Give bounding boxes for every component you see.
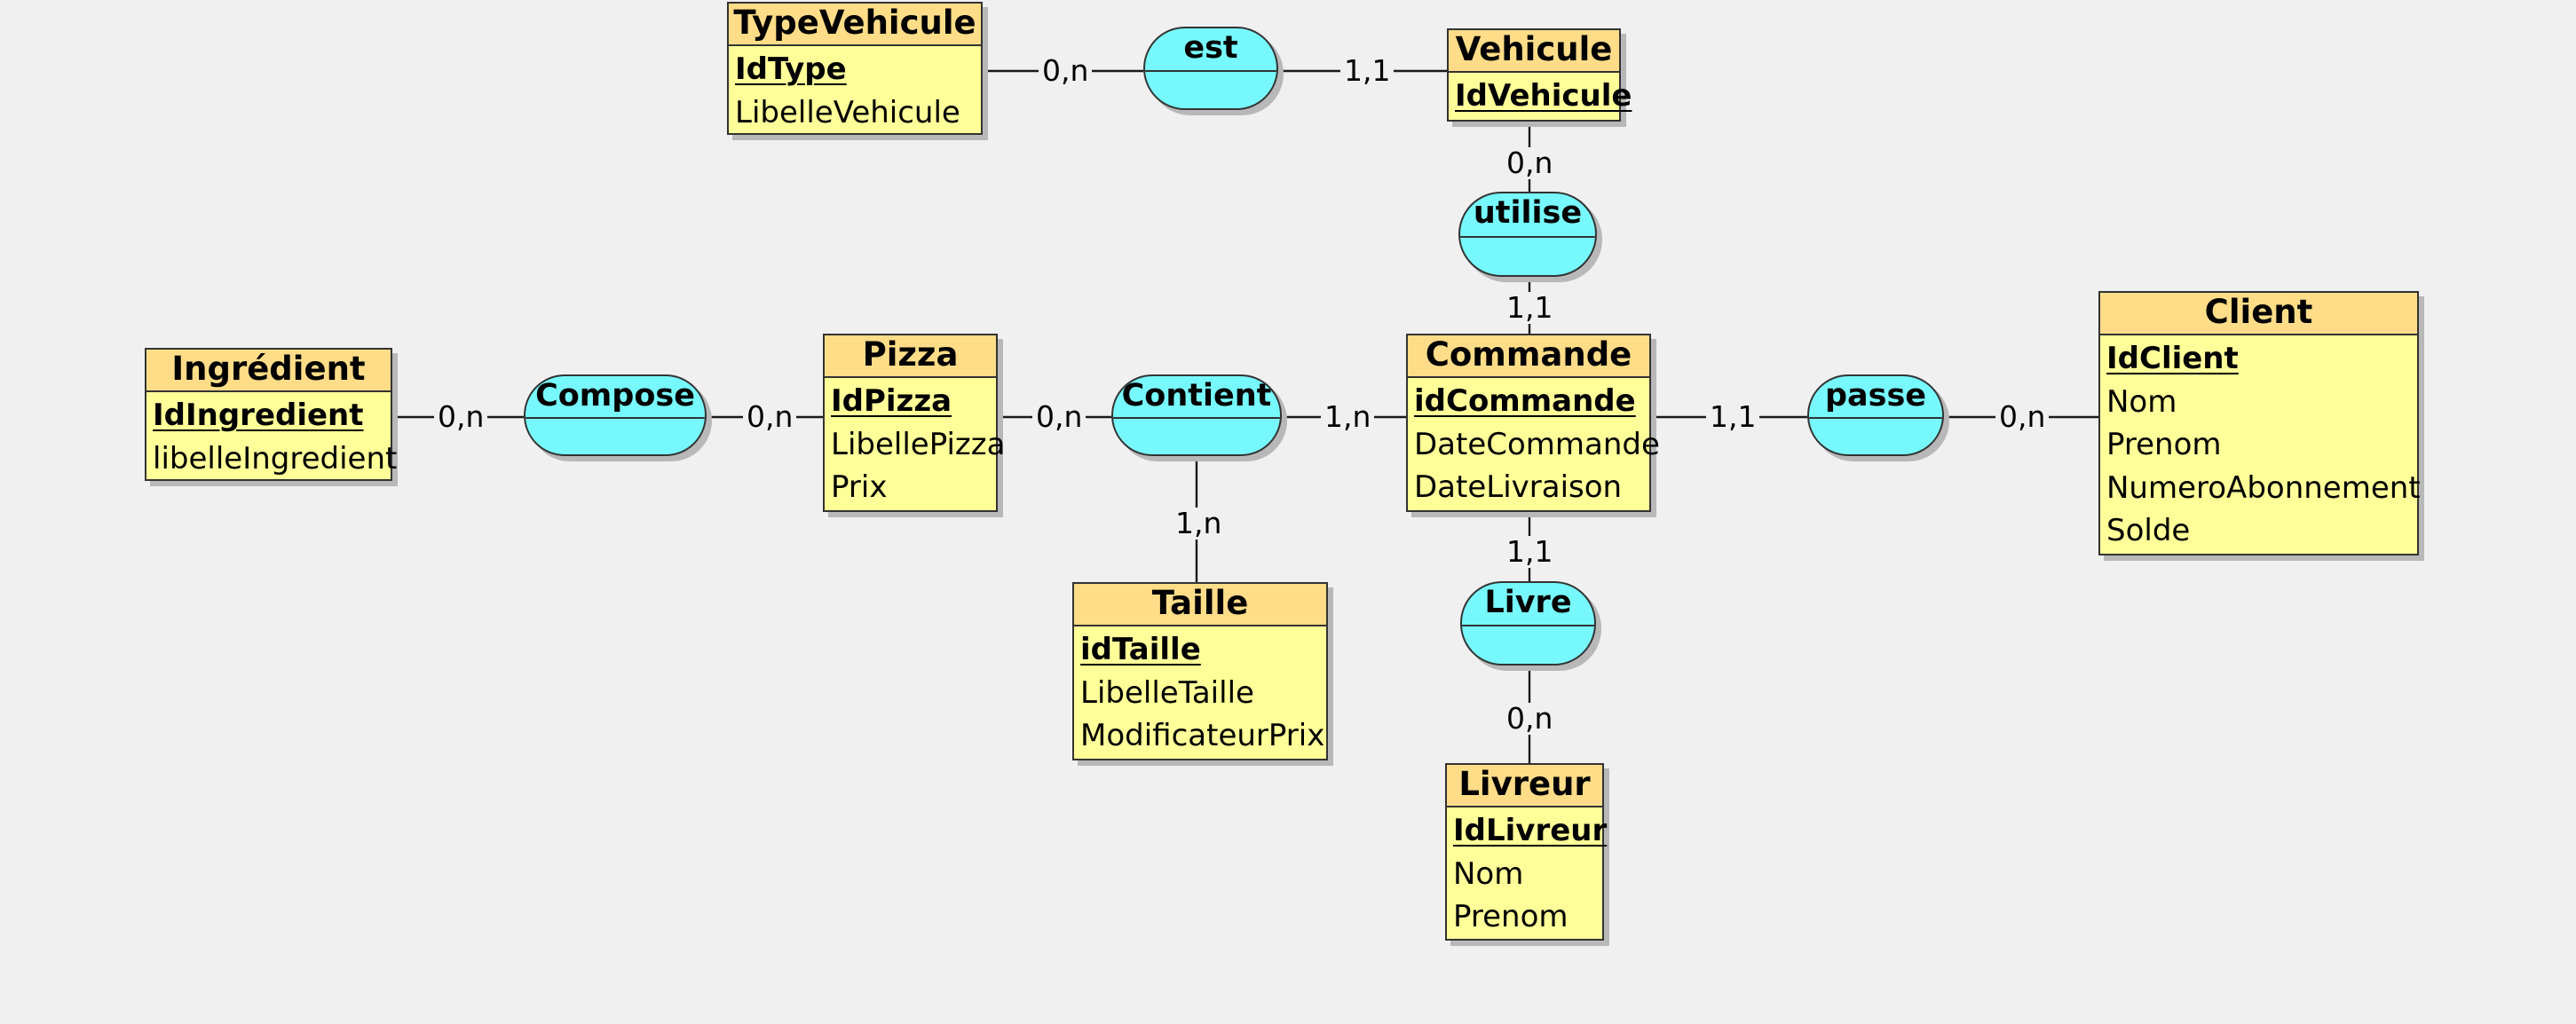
entity-vehicule-title: Vehicule bbox=[1449, 30, 1619, 73]
association-contient-label: Contient bbox=[1113, 376, 1280, 419]
entity-taille-attr-modificateur: ModificateurPrix bbox=[1080, 718, 1325, 753]
entity-commande-id: idCommande bbox=[1414, 383, 1636, 419]
cardinality-est-vehicule: 1,1 bbox=[1340, 55, 1395, 87]
entity-pizza[interactable]: Pizza IdPizza LibellePizza Prix bbox=[823, 334, 1006, 512]
entity-commande-attr-datecommande: DateCommande bbox=[1414, 426, 1660, 462]
cardinality-vehicule-utilise: 0,n bbox=[1503, 147, 1557, 179]
association-livre-label: Livre bbox=[1462, 583, 1594, 627]
association-compose[interactable]: Compose bbox=[524, 374, 707, 456]
association-passe-label: passe bbox=[1809, 376, 1942, 419]
cardinality-passe-client: 0,n bbox=[1995, 401, 2050, 433]
entity-ingredient-title: Ingrédient bbox=[146, 350, 391, 392]
entity-livreur-title: Livreur bbox=[1447, 765, 1602, 807]
entity-ingredient-attr: libelleIngredient bbox=[153, 440, 398, 477]
entity-pizza-id: IdPizza bbox=[831, 383, 952, 419]
entity-client-attr-numeroabonnement: NumeroAbonnement bbox=[2106, 469, 2421, 506]
cardinality-contient-taille: 1,n bbox=[1172, 508, 1226, 540]
entity-client-attr-prenom: Prenom bbox=[2106, 427, 2222, 462]
entity-typevehicule-title: TypeVehicule bbox=[729, 4, 981, 46]
entity-client-title: Client bbox=[2100, 293, 2417, 335]
association-utilise-label: utilise bbox=[1460, 193, 1595, 238]
cardinality-pizza-contient: 0,n bbox=[1032, 401, 1087, 433]
cardinality-ingredient-compose: 0,n bbox=[434, 401, 488, 433]
entity-client-attr-solde: Solde bbox=[2106, 513, 2191, 548]
cardinality-typevehicule-est: 0,n bbox=[1039, 55, 1093, 87]
association-contient[interactable]: Contient bbox=[1111, 374, 1282, 456]
association-est-label: est bbox=[1145, 28, 1276, 72]
entity-pizza-attr-prix: Prix bbox=[831, 469, 888, 505]
entity-client-id: IdClient bbox=[2106, 341, 2239, 376]
entity-pizza-attr-libelle: LibellePizza bbox=[831, 426, 1006, 462]
association-utilise[interactable]: utilise bbox=[1458, 192, 1597, 277]
entity-pizza-title: Pizza bbox=[825, 335, 996, 378]
entity-typevehicule-id: IdType bbox=[735, 51, 847, 87]
association-compose-label: Compose bbox=[525, 376, 705, 419]
entity-commande-attr-datelivraison: DateLivraison bbox=[1414, 469, 1623, 505]
cardinality-commande-livre: 1,1 bbox=[1503, 536, 1557, 568]
cardinality-contient-commande: 1,n bbox=[1321, 401, 1375, 433]
entity-taille[interactable]: Taille idTaille LibelleTaille Modificate… bbox=[1072, 582, 1328, 760]
entity-livreur-attr-prenom: Prenom bbox=[1453, 899, 1569, 934]
entity-commande[interactable]: Commande idCommande DateCommande DateLiv… bbox=[1406, 334, 1660, 512]
cardinality-utilise-commande: 1,1 bbox=[1503, 292, 1557, 324]
entity-taille-attr-libelle: LibelleTaille bbox=[1080, 674, 1254, 711]
association-passe[interactable]: passe bbox=[1807, 374, 1944, 456]
entity-vehicule-id: IdVehicule bbox=[1455, 78, 1632, 114]
association-est[interactable]: est bbox=[1143, 27, 1278, 110]
entity-ingredient-id: IdIngredient bbox=[153, 398, 364, 433]
entity-typevehicule-attr: LibelleVehicule bbox=[735, 94, 960, 130]
cardinality-compose-pizza: 0,n bbox=[743, 401, 797, 433]
entity-livreur-id: IdLivreur bbox=[1453, 813, 1608, 848]
association-livre[interactable]: Livre bbox=[1460, 581, 1596, 666]
entity-livreur-attr-nom: Nom bbox=[1453, 855, 1524, 892]
entity-taille-title: Taille bbox=[1074, 584, 1326, 626]
cardinality-livre-livreur: 0,n bbox=[1503, 703, 1557, 735]
entity-livreur[interactable]: Livreur IdLivreur Nom Prenom bbox=[1445, 763, 1608, 941]
entity-taille-id: idTaille bbox=[1080, 632, 1201, 667]
entity-ingredient[interactable]: Ingrédient IdIngredient libelleIngredien… bbox=[145, 348, 398, 481]
cardinality-commande-passe: 1,1 bbox=[1706, 401, 1760, 433]
entity-commande-title: Commande bbox=[1408, 335, 1649, 378]
entity-client-attr-nom: Nom bbox=[2106, 383, 2177, 420]
entity-vehicule[interactable]: Vehicule IdVehicule bbox=[1447, 28, 1632, 122]
entity-typevehicule[interactable]: TypeVehicule IdType LibelleVehicule bbox=[727, 2, 983, 135]
entity-client[interactable]: Client IdClient Nom Prenom NumeroAbonnem… bbox=[2098, 291, 2421, 555]
